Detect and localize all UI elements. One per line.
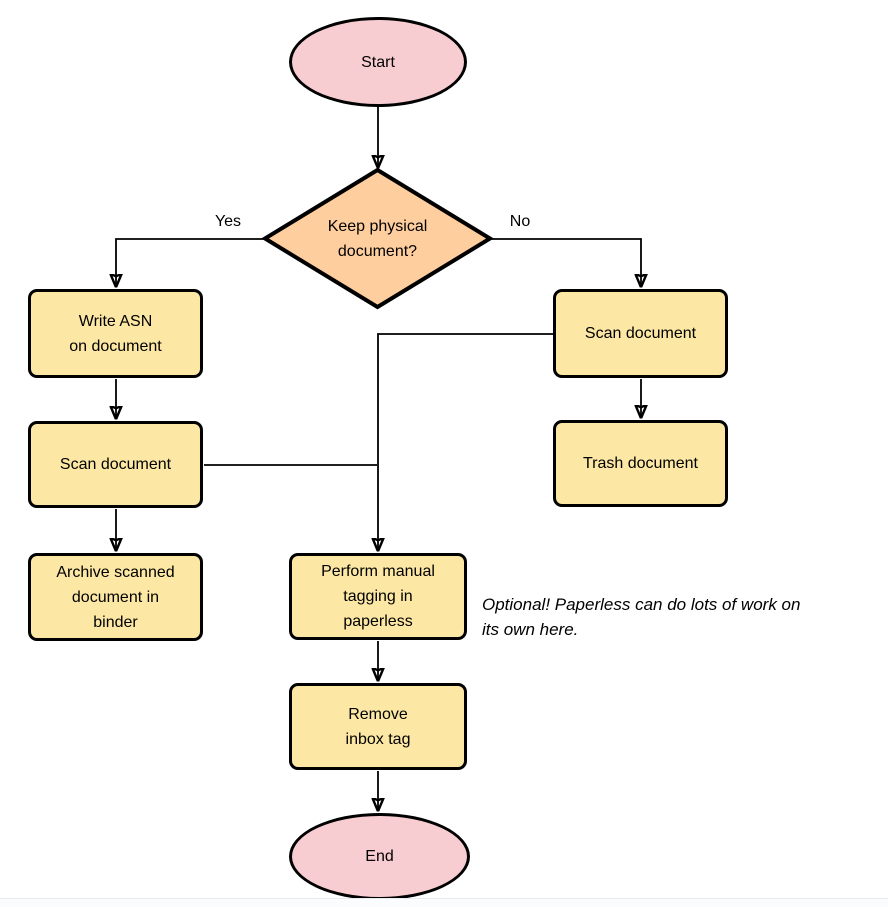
process-manual-tagging: Perform manual tagging in paperless	[289, 553, 467, 640]
process-label-line: paperless	[343, 613, 413, 630]
process-write-asn-on-document: Write ASN on document	[28, 289, 203, 378]
start-node-label: Start	[361, 53, 395, 71]
process-label-line: tagging in	[343, 588, 413, 605]
edge-scanright-to-tagging	[378, 333, 553, 551]
process-remove-inbox-tag: Remove inbox tag	[289, 683, 467, 770]
bottom-edge-strip	[0, 898, 888, 907]
process-label-line: Trash document	[582, 455, 698, 472]
edge-no-branch	[490, 238, 641, 287]
process-label-line: inbox tag	[345, 730, 411, 748]
process-label-line: document in	[71, 588, 160, 606]
start-node: Start	[289, 17, 467, 107]
end-node: End	[289, 813, 470, 900]
annotation-line: Optional! Paperless can do lots of work …	[482, 595, 801, 614]
end-node-label: End	[365, 848, 394, 865]
edge-label-no: No	[509, 213, 531, 230]
edge-yes-branch	[116, 238, 265, 287]
process-label-line: Write ASN	[78, 312, 153, 330]
process-label-line: Scan document	[59, 456, 172, 473]
process-label-line: binder	[93, 613, 138, 631]
decision-keep-physical-document: Keep physical document?	[265, 170, 490, 307]
process-scan-document-right: Scan document	[553, 289, 728, 378]
annotation-optional-note: Optional! Paperless can do lots of work …	[482, 592, 800, 642]
decision-label-line: document?	[337, 242, 418, 260]
process-label-line: Archive scanned	[56, 563, 175, 581]
decision-diamond-shape	[261, 167, 494, 310]
annotation-line: its own here.	[482, 620, 579, 639]
process-scan-document-left: Scan document	[28, 421, 203, 508]
process-label-line: Remove	[348, 705, 408, 723]
decision-label-line: Keep physical	[327, 217, 428, 235]
process-archive-scanned-document: Archive scanned document in binder	[28, 553, 203, 641]
process-label-line: Scan document	[584, 325, 697, 342]
process-trash-document: Trash document	[553, 420, 728, 507]
edge-label-yes: Yes	[214, 213, 242, 230]
process-label-line: Perform manual	[321, 563, 435, 580]
process-label-line: on document	[69, 337, 162, 355]
